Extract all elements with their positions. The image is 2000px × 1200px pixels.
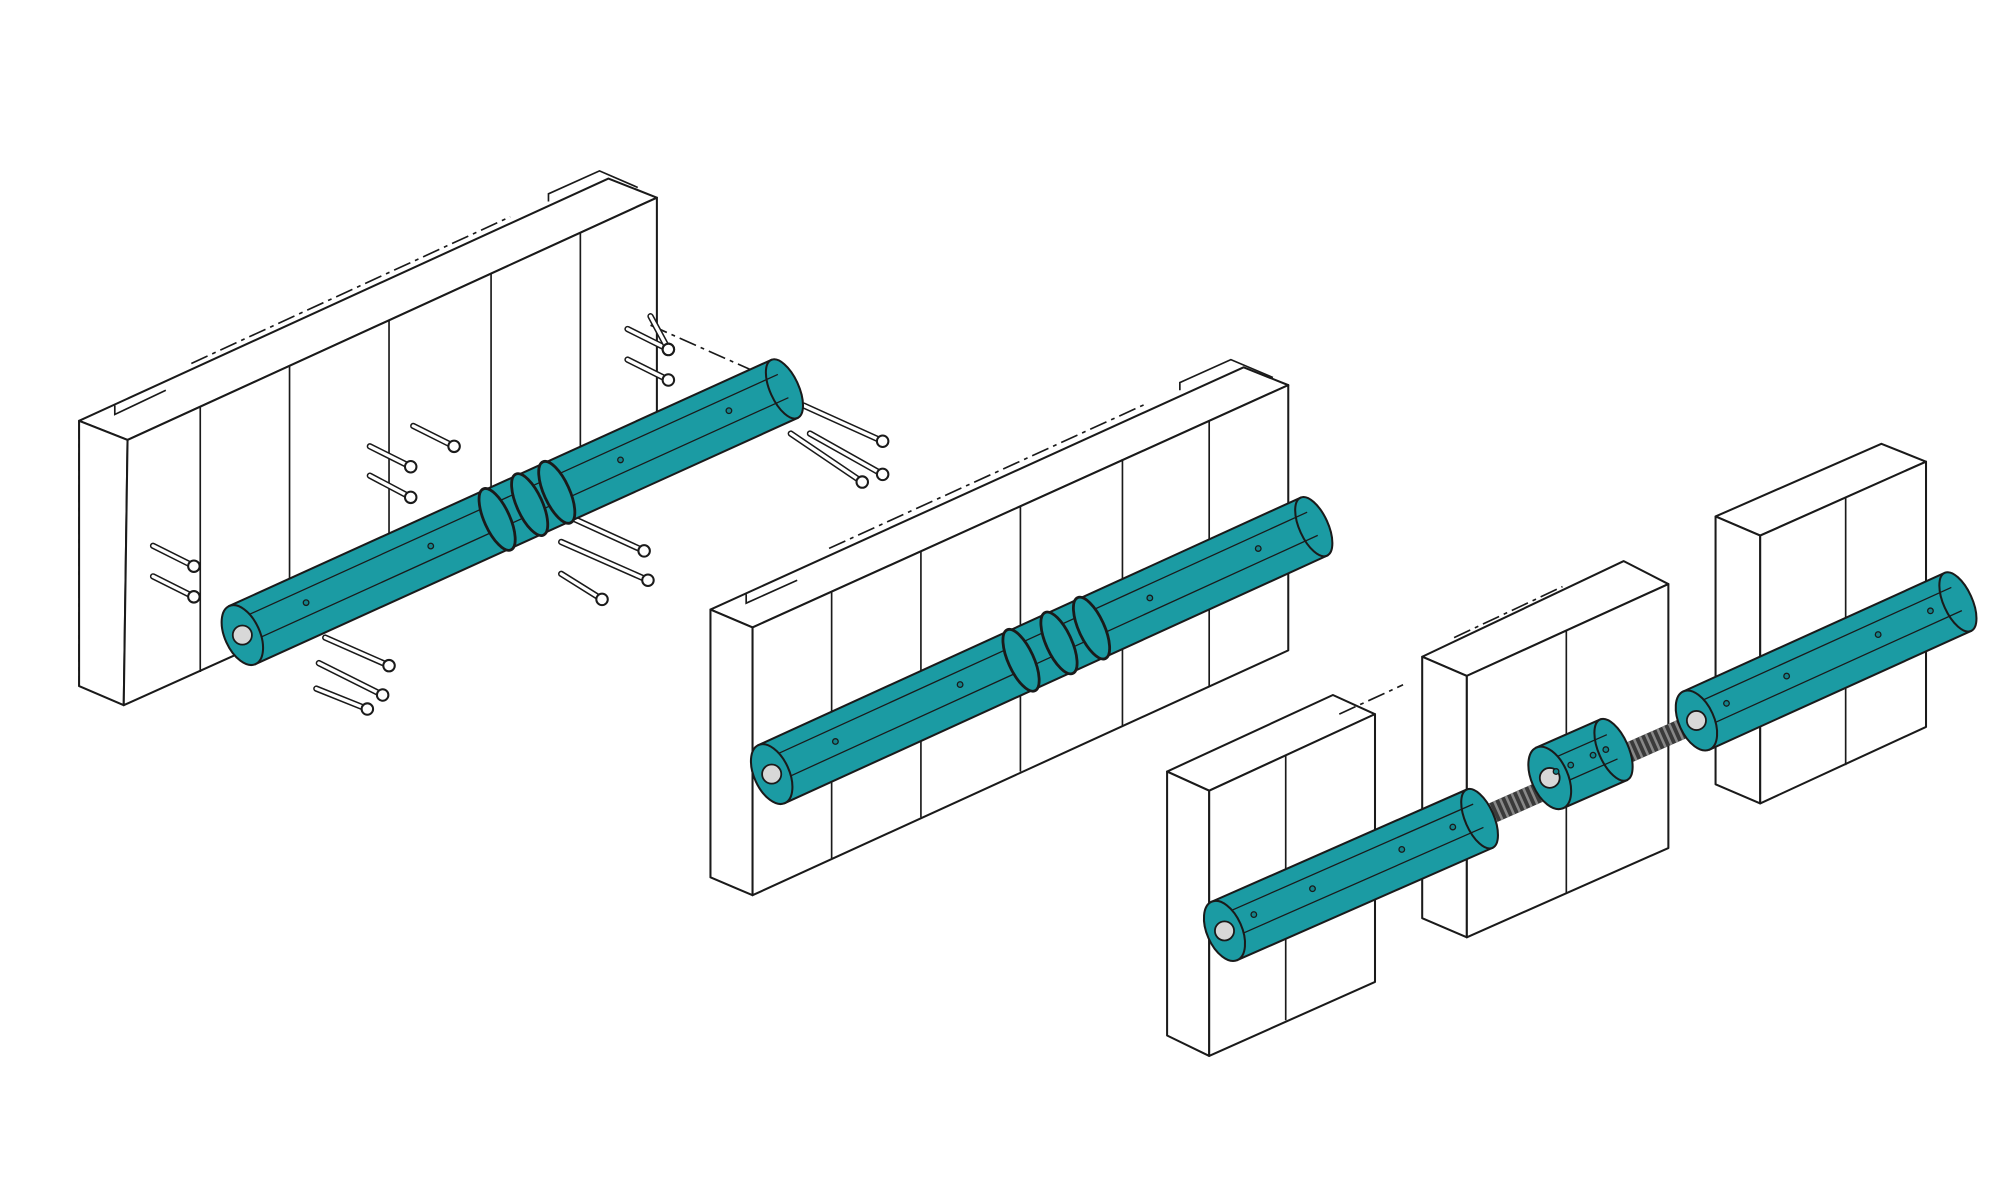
- actuator-tube-1-screw-hole: [302, 599, 310, 607]
- actuator-tube-3b-edge: [1700, 610, 1963, 730]
- dash-line: [1338, 684, 1404, 715]
- actuator-tube-1-coupling-band: [510, 472, 550, 537]
- actuator-tube-2-edge: [764, 511, 1308, 761]
- actuator-tube-2-coupling-band: [1039, 610, 1079, 676]
- bolt-head: [375, 688, 390, 702]
- actuator-tube-3a-screw-hole: [1309, 885, 1316, 893]
- actuator-tube-3b-screw-hole: [1926, 607, 1934, 615]
- actuator-tube-1-coupling-band: [477, 487, 517, 552]
- dash-line: [650, 324, 766, 377]
- bolt-shaft: [368, 444, 413, 469]
- bolt-shaft: [317, 661, 385, 697]
- dash-line: [1453, 585, 1563, 639]
- bolt-shaft: [323, 635, 391, 668]
- actuator-tube-3a-screw-hole: [1250, 911, 1258, 918]
- actuator-tube-2-screw-hole: [1254, 545, 1262, 552]
- bolt-head: [187, 590, 201, 604]
- screw-nut-housing-far-end: [1593, 717, 1634, 782]
- screw-nut-housing-screw-hole: [1552, 768, 1560, 775]
- assembly-1: [78, 169, 766, 707]
- actuator-tube-1-screw-hole: [617, 456, 624, 464]
- actuator-tube-3a-screw-hole: [1449, 823, 1457, 831]
- parts-layer: [149, 313, 1978, 962]
- bolt-head: [403, 490, 418, 505]
- actuator-tube-1-far-end: [764, 358, 805, 420]
- actuator-tube-1-coupling-band: [537, 459, 577, 525]
- actuator-tube-2-end-bore: [761, 763, 783, 785]
- actuator-tube-2-far-end: [1294, 496, 1334, 558]
- screw-nut-housing-screw-hole: [1567, 761, 1575, 769]
- bolt-shaft: [151, 574, 196, 599]
- actuator-tube-3a-end-bore: [1214, 920, 1235, 942]
- actuator-tube-3b-screw-hole: [1783, 672, 1791, 680]
- bolt-shaft: [559, 572, 604, 602]
- bolt-shaft: [559, 540, 650, 582]
- actuator-tube-3a-edge: [1217, 803, 1474, 917]
- bolt-head: [187, 559, 201, 573]
- bolt-head: [595, 592, 609, 607]
- actuator-tube-1-screw-hole: [427, 542, 435, 550]
- bolt-head: [641, 573, 655, 587]
- bolt-shaft: [789, 431, 864, 484]
- wall-panel-2-side: [709, 608, 754, 897]
- actuator-tube-1-screw-hole: [725, 407, 733, 415]
- bolt-head: [855, 475, 870, 489]
- bolt-head: [360, 702, 375, 716]
- bolt-shaft: [801, 403, 885, 443]
- actuator-tube-3b-far-end: [1938, 571, 1978, 633]
- bolt-shaft: [314, 686, 370, 711]
- bolt-shaft: [625, 327, 671, 352]
- dash-line: [190, 216, 511, 365]
- bolt-shaft: [411, 424, 456, 448]
- bolt-head: [447, 439, 461, 454]
- bolt-head: [661, 373, 676, 387]
- dash-line: [828, 402, 1149, 550]
- actuator-tube-3b-end-bore: [1685, 710, 1707, 731]
- screw-nut-housing-screw-hole: [1602, 746, 1610, 754]
- bolt-shaft: [625, 357, 671, 382]
- wall-panel-1-side: [78, 419, 129, 707]
- bolt-head: [661, 342, 676, 357]
- actuator-tube-1-edge: [235, 373, 779, 622]
- actuator-tube-2-coupling-band: [1001, 627, 1041, 693]
- actuator-tube-3b-screw-hole: [1723, 699, 1730, 707]
- screw-nut-housing-screw-hole: [1589, 751, 1597, 759]
- bolt-head: [875, 434, 890, 448]
- actuator-tube-3b-edge: [1689, 586, 1952, 707]
- bolt-head: [637, 544, 651, 558]
- bolt-head: [875, 467, 890, 482]
- wall-block-3a-side: [1166, 770, 1211, 1057]
- actuator-tube-2-coupling-band: [1072, 595, 1112, 661]
- actuator-tube-2-edge: [775, 534, 1319, 784]
- bolt-shaft: [368, 474, 413, 500]
- actuator-tube-3b-screw-hole: [1874, 631, 1882, 639]
- actuator-tube-2-screw-hole: [1146, 594, 1154, 602]
- actuator-tube-2-screw-hole: [956, 681, 964, 689]
- actuator-tube-3a-far-end: [1460, 787, 1499, 850]
- actuator-tube-1-edge: [246, 397, 789, 645]
- actuator-tube-3a-screw-hole: [1398, 846, 1406, 853]
- bolt-shaft: [151, 544, 196, 568]
- actuator-tube-2-screw-hole: [831, 738, 839, 745]
- bolt-shaft: [808, 431, 885, 477]
- actuator-tube-3a-edge: [1228, 826, 1484, 941]
- bolt-head: [403, 459, 418, 474]
- bolt-head: [382, 658, 396, 673]
- actuator-tube-1-end-bore: [231, 624, 253, 646]
